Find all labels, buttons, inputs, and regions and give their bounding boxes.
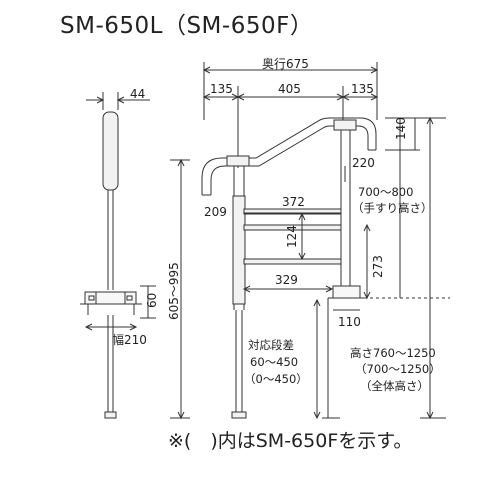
dim-width: 幅210: [112, 332, 147, 347]
dim-handrail-height: 700～800: [358, 185, 413, 199]
dim-seg-mid: 405: [278, 82, 301, 96]
dim-110: 110: [338, 315, 361, 329]
dim-rail-rise: 140: [394, 117, 408, 140]
dim-209: 209: [204, 205, 227, 219]
step-range-title: 対応段差: [248, 338, 294, 352]
dim-329: 329: [275, 273, 298, 287]
step-range-2: （0～450）: [244, 372, 308, 386]
page-title: SM-650L（SM-650F）: [60, 13, 314, 39]
dim-handrail-height-note: （手すり高さ）: [352, 201, 433, 215]
dim-post-offset: 220: [352, 156, 375, 170]
total-height-2: （700～1250）: [355, 362, 441, 376]
footnote: ※( )内はSM-650Fを示す。: [168, 430, 413, 452]
dim-372: 372: [282, 195, 305, 209]
dim-depth-total: 奥行675: [262, 57, 309, 71]
dim-side-height: 605～995: [167, 262, 181, 320]
dim-seg-left: 135: [210, 82, 233, 96]
step-range-1: 60～450: [250, 355, 298, 369]
dim-273: 273: [371, 255, 385, 278]
dim-side-base: 60: [145, 293, 159, 308]
total-height-3: （全体高さ）: [360, 379, 429, 393]
dim-124: 124: [285, 225, 299, 248]
front-view-handrail: [201, 62, 450, 420]
dim-seg-right: 135: [351, 82, 374, 96]
total-height-1: 高さ760～1250: [350, 346, 436, 360]
side-view-handrail: [80, 92, 190, 420]
dim-side-top: 44: [130, 87, 145, 101]
